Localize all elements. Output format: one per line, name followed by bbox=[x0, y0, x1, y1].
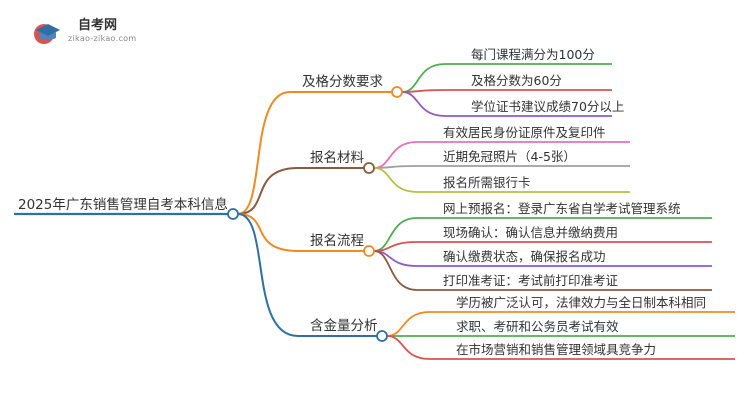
leaf-connector bbox=[373, 250, 418, 291]
branch-label[interactable]: 报名材料 bbox=[310, 150, 364, 166]
leaf-connector bbox=[401, 63, 446, 93]
leaf-connector bbox=[386, 335, 431, 360]
branch-node-circle[interactable] bbox=[363, 245, 375, 257]
leaf-connector bbox=[373, 141, 418, 169]
branch-label[interactable]: 含金量分析 bbox=[310, 318, 378, 334]
branch-node-circle[interactable] bbox=[363, 162, 375, 174]
leaf-label[interactable]: 求职、考研和公务员考试有效 bbox=[456, 319, 619, 334]
leaf-connector bbox=[373, 167, 418, 193]
graduation-cap-icon bbox=[34, 24, 60, 44]
leaf-connector bbox=[373, 241, 418, 252]
root-label: 2025年广东销售管理自考本科信息 bbox=[18, 196, 228, 213]
leaf-connector bbox=[386, 311, 431, 337]
branch-node-circle[interactable] bbox=[391, 86, 403, 98]
branch-connector bbox=[237, 213, 299, 337]
branch-node-circle[interactable] bbox=[376, 330, 388, 342]
leaf-label[interactable]: 学位证书建议成绩70分以上 bbox=[471, 99, 624, 114]
branch-connector bbox=[237, 91, 291, 215]
leaf-label[interactable]: 及格分数为60分 bbox=[471, 73, 562, 88]
root-node-circle[interactable] bbox=[227, 208, 239, 220]
logo-url: zikao-zikao.com bbox=[68, 34, 137, 43]
leaf-label[interactable]: 在市场营销和销售管理领域具竞争力 bbox=[456, 342, 656, 357]
branch-connector bbox=[237, 167, 299, 215]
leaf-label[interactable]: 报名所需银行卡 bbox=[443, 175, 531, 190]
leaf-label[interactable]: 网上预报名：登录广东省自学考试管理系统 bbox=[443, 201, 681, 216]
branch-label[interactable]: 及格分数要求 bbox=[302, 74, 383, 90]
leaf-label[interactable]: 近期免冠照片（4-5张） bbox=[443, 149, 576, 164]
leaf-label[interactable]: 现场确认：确认信息并缴纳费用 bbox=[443, 225, 618, 240]
leaf-label[interactable]: 学历被广泛认可，法律效力与全日制本科相同 bbox=[456, 295, 706, 310]
leaf-label[interactable]: 有效居民身份证原件及复印件 bbox=[443, 125, 606, 140]
leaf-connector bbox=[373, 217, 418, 252]
leaf-label[interactable]: 打印准考证：考试前打印准考证 bbox=[443, 273, 619, 288]
leaf-connector bbox=[401, 91, 446, 117]
branch-label[interactable]: 报名流程 bbox=[310, 233, 364, 249]
leaf-label[interactable]: 每门课程满分为100分 bbox=[471, 47, 595, 62]
logo-title: 自考网 bbox=[78, 18, 118, 33]
leaf-label[interactable]: 确认缴费状态，确保报名成功 bbox=[443, 249, 606, 264]
site-logo[interactable]: 自考网 zikao-zikao.com bbox=[30, 14, 150, 50]
branch-connector bbox=[237, 213, 299, 252]
